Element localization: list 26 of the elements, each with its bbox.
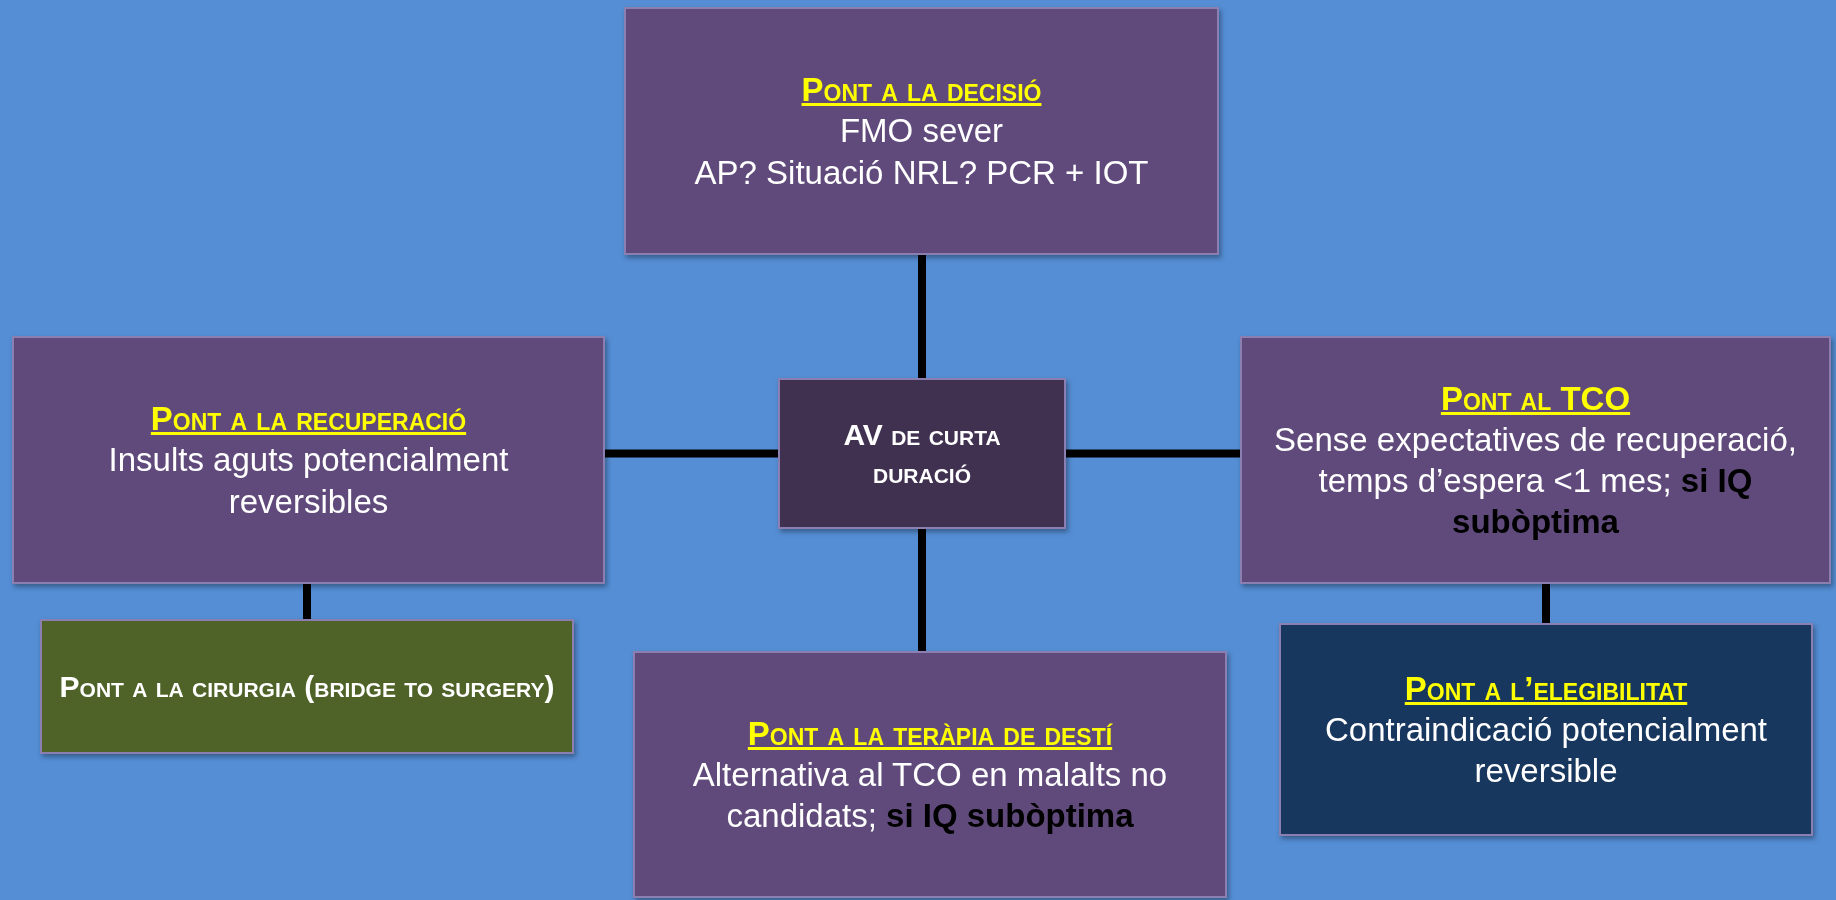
text-box — [624, 7, 1219, 255]
text-box — [633, 651, 1227, 898]
box-heading: Pont al TCO — [1440, 378, 1631, 419]
box-text: AP? Situació NRL? PCR + IOT — [694, 152, 1149, 193]
box-text: FMO sever — [839, 111, 1004, 152]
connector-line — [918, 529, 926, 651]
text-box — [778, 378, 1066, 529]
box-heading: Pont a la decisió — [801, 70, 1042, 111]
box-text: Insults aguts potencialment reversibles — [107, 440, 510, 522]
text-box — [12, 336, 605, 584]
box-heading: Pont a l’elegibilitat — [1404, 668, 1688, 709]
connector-line — [605, 449, 778, 458]
connector-line — [1542, 584, 1550, 623]
text-box — [40, 619, 574, 754]
text-box — [1279, 623, 1813, 836]
box-text: Sense expectatives de recuperació, temps d’espera <1 mes; si IQ subòptima — [1273, 419, 1798, 543]
text-box — [1240, 336, 1831, 584]
box-heading: Pont a la recuperació — [150, 399, 467, 440]
box-text: AV de curta duració — [842, 417, 1002, 491]
box-heading: Pont a la teràpia de destí — [747, 713, 1113, 754]
connector-line — [1066, 449, 1240, 458]
connector-line — [918, 255, 926, 378]
connector-line — [303, 584, 311, 619]
box-text: Alternativa al TCO en malalts no candidats; si IQ subòptima — [691, 754, 1169, 837]
box-text: Pont a la cirurgia (bridge to surgery) — [59, 668, 555, 705]
box-text: Contraindicació potencialment reversible — [1323, 709, 1769, 792]
